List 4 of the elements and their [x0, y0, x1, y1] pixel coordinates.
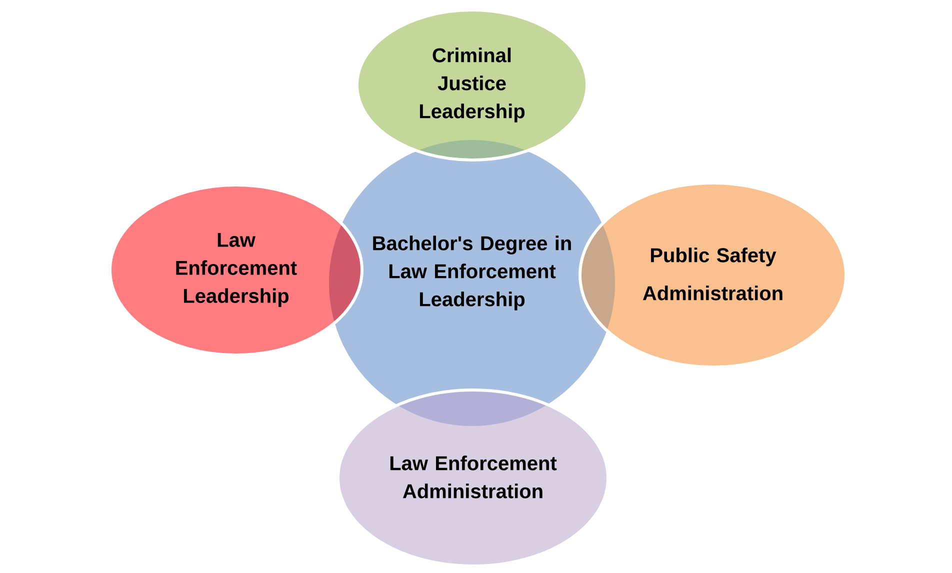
ellipse-node: Public Safety Administration [578, 182, 848, 368]
ellipse-node: Law Enforcement Leadership [108, 184, 364, 356]
ellipse-node: Law Enforcement Administration [336, 388, 610, 568]
ellipse-node: Criminal Justice Leadership [356, 8, 588, 162]
